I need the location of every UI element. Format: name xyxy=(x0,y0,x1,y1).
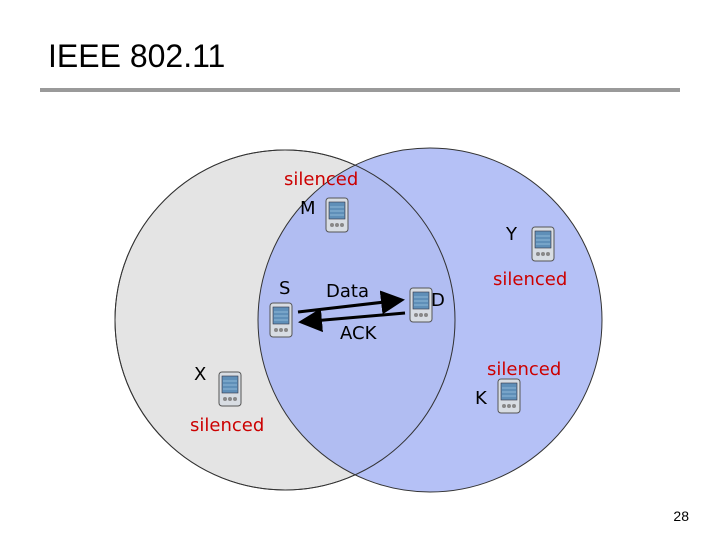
node-k-label: K xyxy=(475,388,488,409)
device-k-icon xyxy=(497,378,521,414)
node-m-label: M xyxy=(300,198,316,219)
ack-arrow-label: ACK xyxy=(340,323,378,344)
data-arrow-label: Data xyxy=(326,281,369,302)
page-number: 28 xyxy=(673,508,689,524)
device-y-icon xyxy=(531,226,555,262)
x-silenced-label: silenced xyxy=(190,415,264,436)
m-silenced-label: silenced xyxy=(284,169,358,190)
k-silenced-label: silenced xyxy=(487,359,561,380)
device-d-icon xyxy=(409,287,433,323)
node-x-label: X xyxy=(194,364,206,385)
title-divider xyxy=(40,88,680,92)
slide-title: IEEE 802.11 xyxy=(48,38,226,74)
node-y-label: Y xyxy=(505,224,518,245)
node-d-label: D xyxy=(431,290,445,311)
device-x-icon xyxy=(218,371,242,407)
y-silenced-label: silenced xyxy=(493,269,567,290)
node-s-label: S xyxy=(279,278,290,299)
device-m-icon xyxy=(325,197,349,233)
ack-arrow xyxy=(298,308,406,333)
device-s-icon xyxy=(269,302,293,338)
range-circle-s-outline xyxy=(114,149,456,491)
